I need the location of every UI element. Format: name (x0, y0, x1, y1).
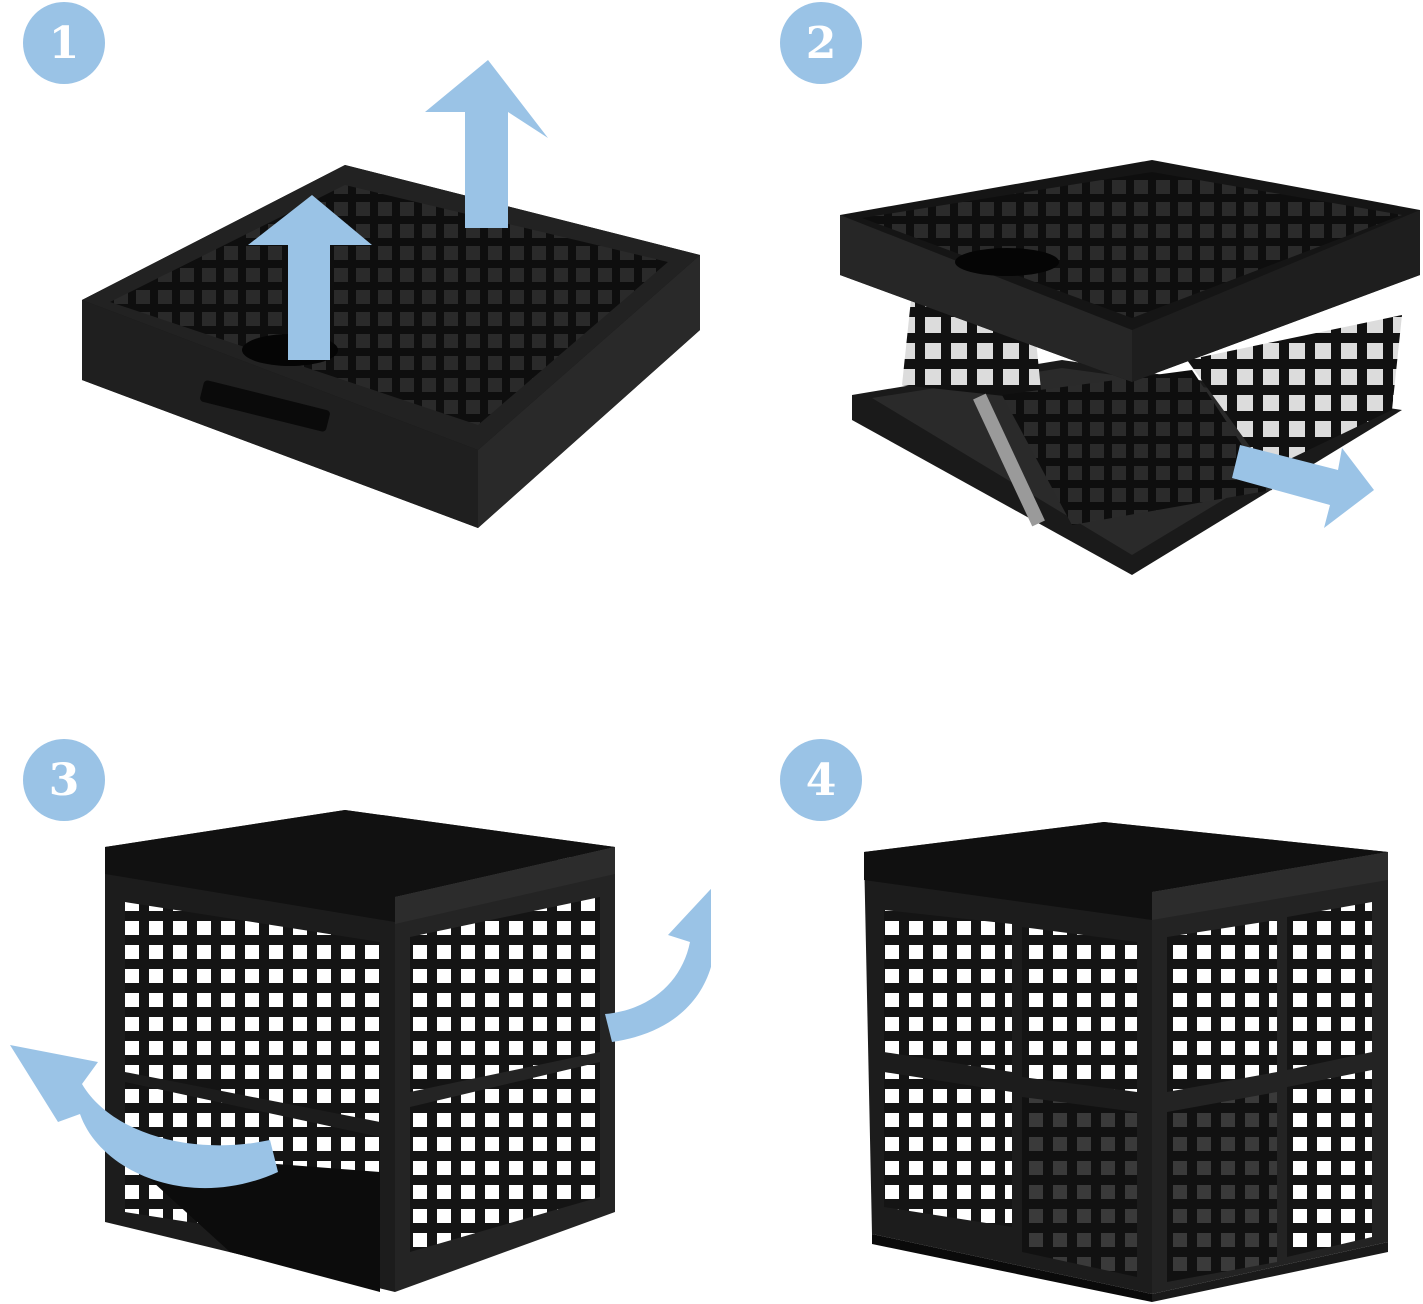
step-panel-3: 3 (0, 652, 711, 1304)
up-arrow-icon (425, 60, 548, 228)
up-arrow-icon (248, 195, 372, 360)
curved-arrow-icon (10, 1045, 278, 1189)
step-panel-4: 4 (712, 652, 1423, 1304)
step-badge-4: 4 (780, 739, 862, 821)
step-panel-1: 1 (0, 0, 711, 652)
assembled-crate-image (864, 822, 1388, 1302)
folded-crate-image (82, 60, 700, 528)
right-arrow-icon (1232, 445, 1374, 528)
step-badge-3: 3 (23, 739, 105, 821)
curved-arrow-icon (605, 888, 711, 1042)
step-badge-1: 1 (23, 2, 105, 84)
step-badge-2: 2 (780, 2, 862, 84)
half-assembled-crate-image (10, 810, 711, 1292)
unfolding-crate-image (840, 160, 1420, 575)
step-panel-2: 2 (712, 0, 1423, 652)
